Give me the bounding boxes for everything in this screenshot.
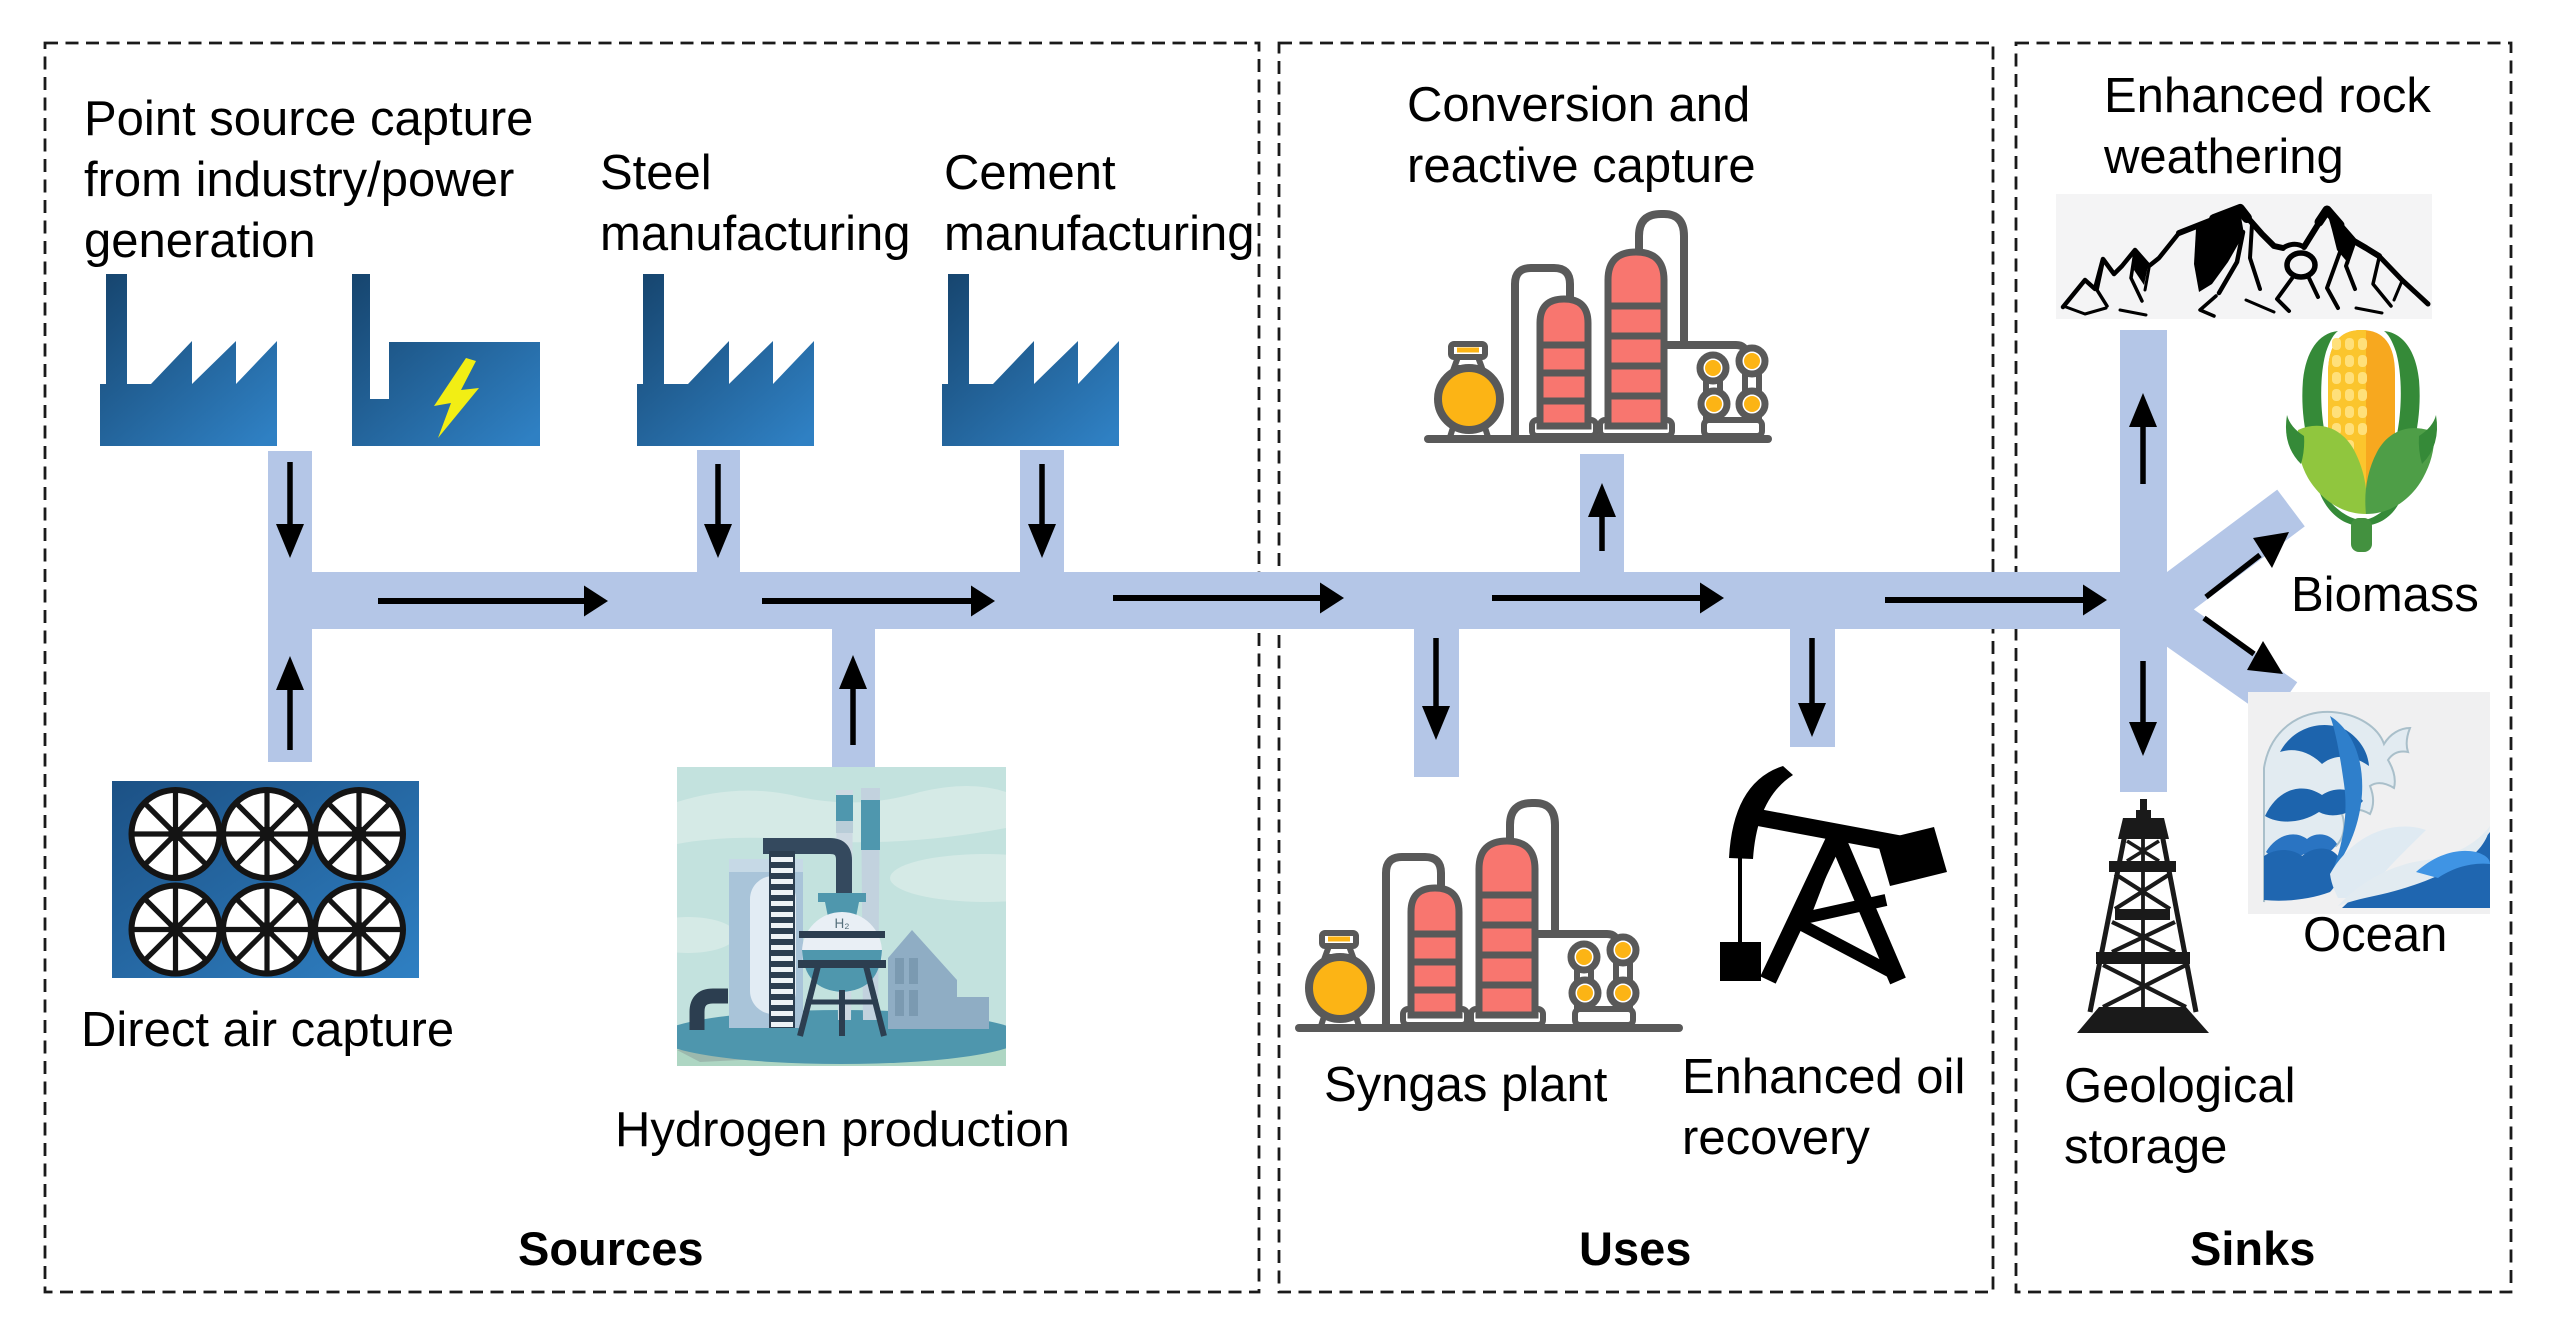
svg-text:H₂: H₂ — [835, 916, 850, 931]
